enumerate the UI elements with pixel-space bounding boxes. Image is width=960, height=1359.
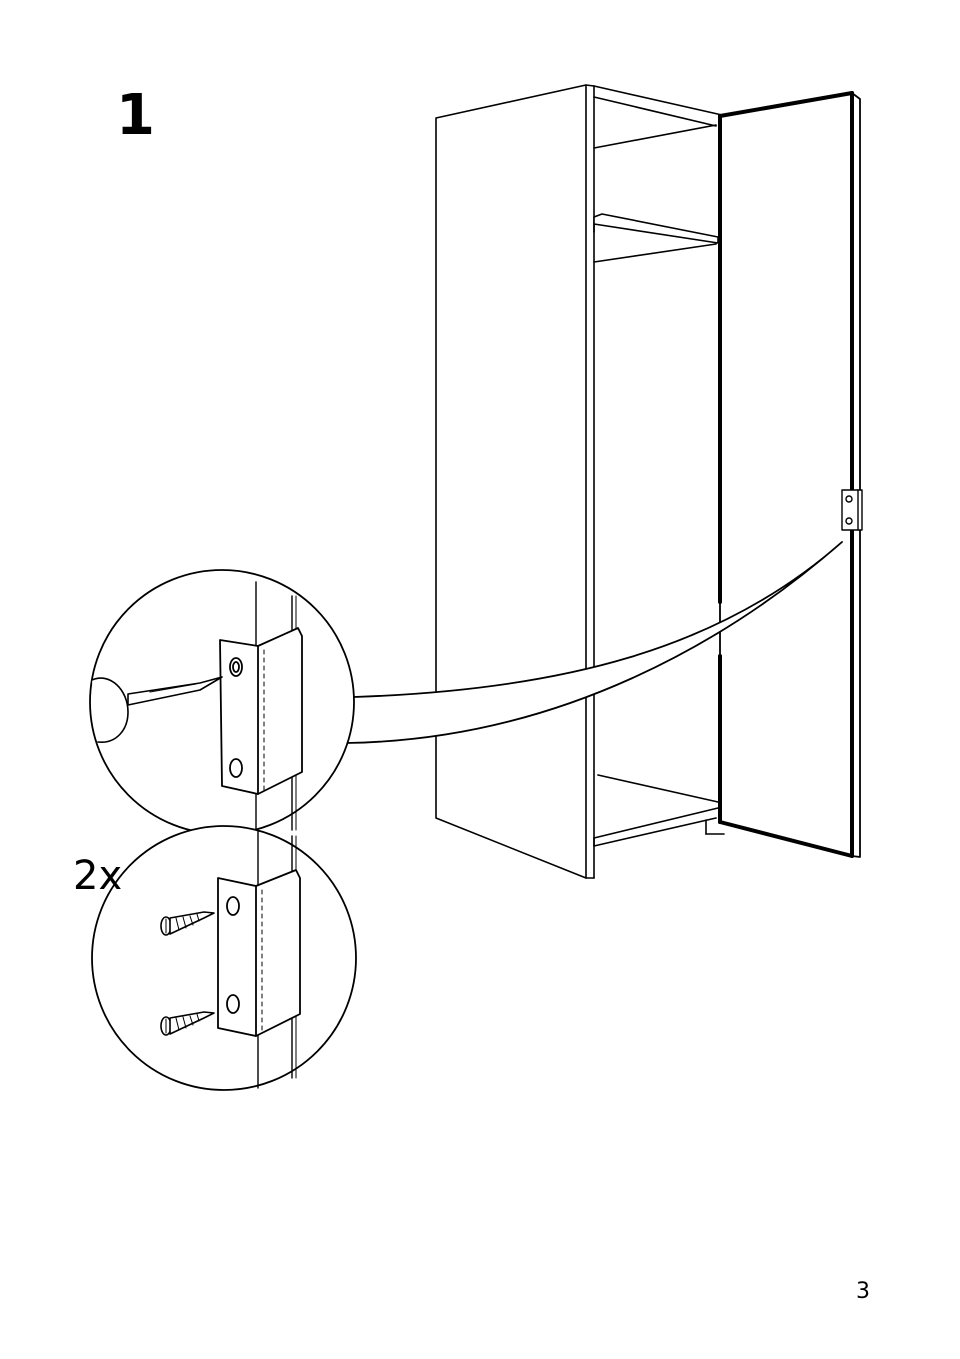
door-hinge-icon	[841, 489, 863, 531]
hinge-bracket-icon	[219, 627, 303, 795]
cabinet-door	[718, 91, 861, 858]
hinge-bracket-icon	[217, 869, 301, 1037]
step-number: 1	[116, 83, 155, 148]
page-number: 3	[856, 1279, 870, 1304]
screw-icon	[160, 1011, 215, 1036]
detail-circle-screws	[91, 825, 357, 1091]
screwdriver-icon	[91, 676, 223, 743]
wardrobe-cabinet-icon	[435, 84, 725, 879]
screw-icon	[160, 911, 215, 936]
callout-pointer	[345, 541, 843, 744]
screw-quantity-label: 2x	[73, 853, 123, 899]
detail-circle-screwdriving	[89, 569, 355, 835]
